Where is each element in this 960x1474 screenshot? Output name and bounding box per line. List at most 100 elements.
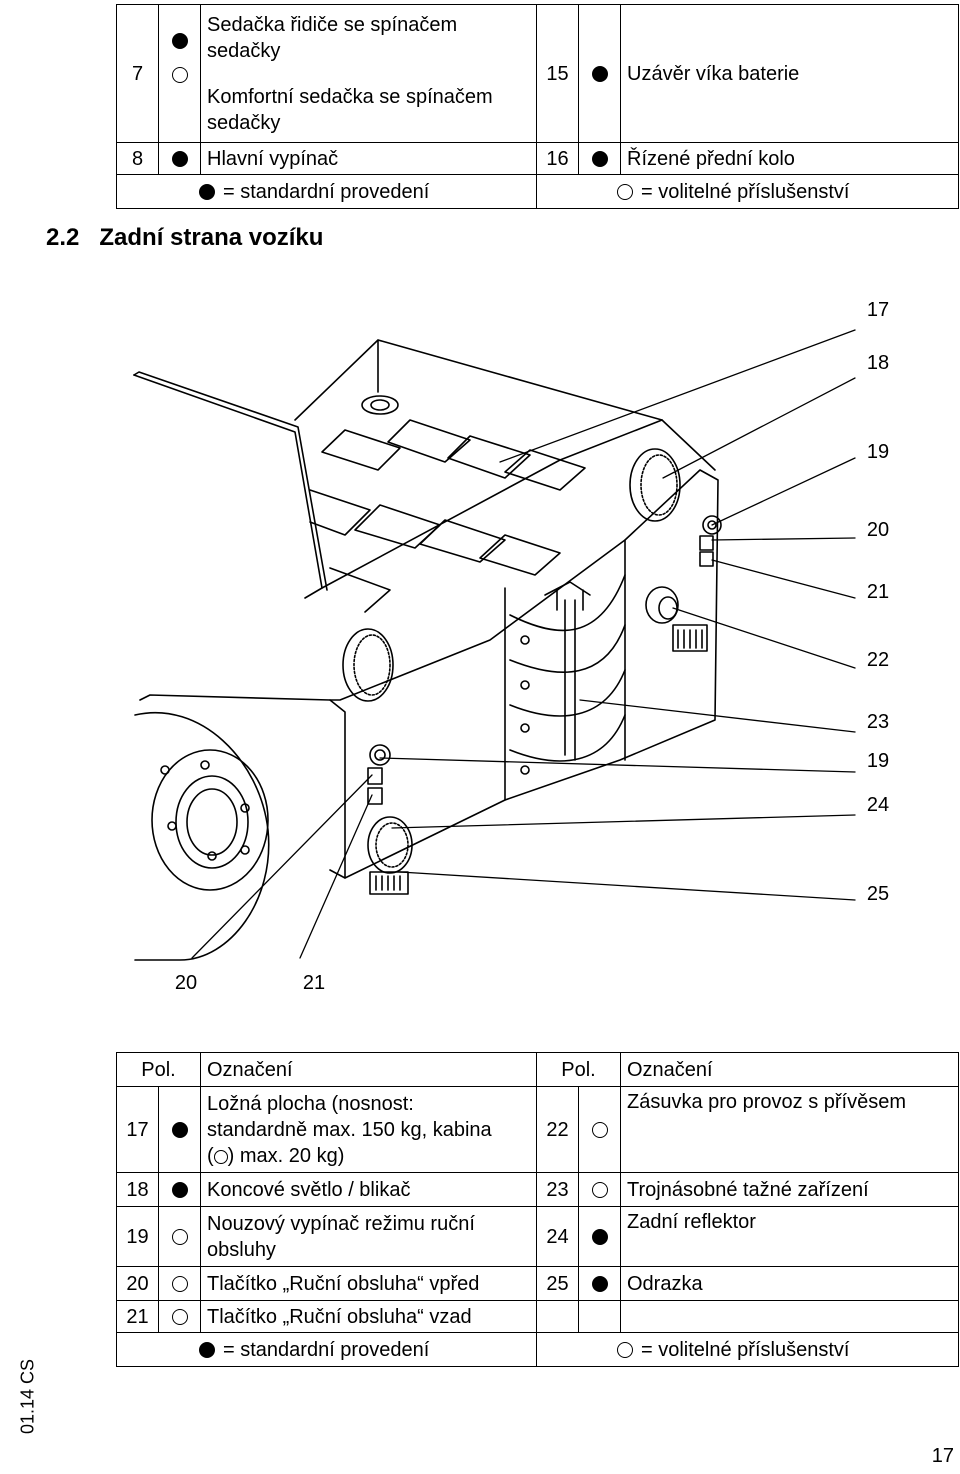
designation-line: sedačky — [207, 39, 281, 62]
position-number: 24 — [536, 1206, 579, 1267]
column-header-pos: Pol. — [536, 1052, 621, 1087]
symbol-cell — [158, 1206, 201, 1267]
optional-ring-icon — [171, 1229, 188, 1246]
legend-optional: = volitelné příslušenství — [536, 1332, 959, 1367]
symbol-cell — [578, 1172, 621, 1207]
table-row: 21 Tlačítko „Ruční obsluha“ vzad — [116, 1300, 959, 1333]
deck-slats — [309, 419, 586, 613]
callout-21-bottom: 21 — [303, 972, 325, 994]
callout-20-bottom: 20 — [175, 972, 197, 994]
legend-optional-text: = volitelné příslušenství — [641, 180, 850, 203]
column-header-pos: Pol. — [116, 1052, 201, 1087]
symbol-cell — [578, 1086, 621, 1173]
designation-cell: Odrazka — [620, 1266, 959, 1301]
cabin-panel-edge — [133, 371, 328, 591]
bottom-legend-table: Pol. Označení Pol. Označení 17 Ložná plo… — [116, 1052, 959, 1367]
position-number: 8 — [116, 142, 159, 175]
position-number: 7 — [116, 4, 159, 143]
symbol-cell — [158, 142, 201, 175]
control-buttons-left — [367, 744, 391, 805]
position-number: 20 — [116, 1266, 159, 1301]
leader-lines — [191, 329, 856, 959]
table-footer-row: = standardní provedení = volitelné přísl… — [116, 1332, 959, 1367]
optional-ring-icon — [591, 1182, 608, 1199]
designation-cell: Zadní reflektor — [620, 1206, 959, 1267]
callout-23: 23 — [867, 711, 889, 733]
standard-dot-icon — [591, 151, 608, 168]
cargo-deck — [294, 339, 716, 471]
position-number-empty — [536, 1300, 579, 1333]
designation-line: Nouzový vypínač režimu ruční — [207, 1212, 475, 1235]
legend-standard: = standardní provedení — [116, 174, 537, 209]
position-number: 15 — [536, 4, 579, 143]
designation-fragment: ) max. 20 kg) — [227, 1144, 345, 1167]
designation-line: obsluhy — [207, 1238, 276, 1261]
symbol-cell — [578, 1206, 621, 1267]
wheel — [134, 712, 270, 961]
optional-ring-icon — [213, 1149, 228, 1164]
section-number: 2.2 — [46, 224, 80, 251]
top-legend-table: 7 Sedačka řidiče se spínačem sedačky Kom… — [116, 4, 959, 209]
callout-17: 17 — [867, 299, 889, 321]
standard-dot-icon — [171, 151, 188, 168]
triple-coupling — [509, 574, 626, 775]
standard-dot-icon — [591, 1276, 608, 1293]
position-number: 16 — [536, 142, 579, 175]
symbol-cell — [158, 1172, 201, 1207]
standard-dot-icon — [591, 66, 608, 83]
position-number: 19 — [116, 1206, 159, 1267]
control-buttons-right — [699, 515, 722, 567]
optional-ring-icon — [171, 1276, 188, 1293]
optional-ring-icon — [171, 1309, 188, 1326]
designation-cell: Nouzový vypínač režimu ruční obsluhy — [200, 1206, 537, 1267]
symbol-cell — [158, 1086, 201, 1173]
section-title: Zadní strana vozíku — [99, 224, 324, 251]
designation-cell: Trojnásobné tažné zařízení — [620, 1172, 959, 1207]
table-footer-row: = standardní provedení = volitelné přísl… — [116, 174, 959, 209]
designation-line: Sedačka řidiče se spínačem — [207, 13, 458, 36]
position-number: 21 — [116, 1300, 159, 1333]
designation-cell: Tlačítko „Ruční obsluha“ vzad — [200, 1300, 537, 1333]
callout-19b: 19 — [867, 750, 889, 772]
callout-21: 21 — [867, 581, 889, 603]
legend-standard-text: = standardní provedení — [223, 180, 430, 203]
designation-cell: Uzávěr víka baterie — [620, 4, 959, 143]
column-header-label: Označení — [620, 1052, 959, 1087]
position-number: 23 — [536, 1172, 579, 1207]
edition-note: 01.14 CS — [17, 1358, 38, 1435]
truck-rear-drawing: 17 18 19 20 21 22 23 19 24 25 20 21 — [133, 299, 889, 994]
page-number: 17 — [931, 1445, 954, 1467]
legend-optional: = volitelné příslušenství — [536, 174, 959, 209]
symbol-cell — [158, 1300, 201, 1333]
table-row: 19 Nouzový vypínač režimu ruční obsluhy … — [116, 1206, 959, 1267]
position-number: 17 — [116, 1086, 159, 1173]
table-row: 20 Tlačítko „Ruční obsluha“ vpřed 25 Odr… — [116, 1266, 959, 1301]
designation-line: standardně max. 150 kg, kabina — [207, 1118, 492, 1141]
symbol-cell — [578, 1266, 621, 1301]
tank-cap — [361, 395, 399, 415]
designation-line: sedačky — [207, 111, 281, 134]
callout-22: 22 — [867, 649, 889, 671]
legend-optional-text: = volitelné příslušenství — [641, 1338, 850, 1361]
standard-dot-icon — [171, 1182, 188, 1199]
designation-cell-empty — [620, 1300, 959, 1333]
position-number: 18 — [116, 1172, 159, 1207]
position-number: 22 — [536, 1086, 579, 1173]
callout-18: 18 — [867, 352, 889, 374]
designation-fragment: ( — [207, 1144, 214, 1167]
designation-cell: Hlavní vypínač — [200, 142, 537, 175]
symbol-cell — [158, 1266, 201, 1301]
reflector — [367, 816, 413, 895]
cabin-panel — [133, 374, 323, 599]
trailer-socket — [645, 586, 708, 652]
optional-ring-icon — [617, 1342, 633, 1359]
table-row: 17 Ložná plocha (nosnost: standardně max… — [116, 1086, 959, 1173]
standard-dot-icon — [591, 1229, 608, 1246]
symbol-cell-empty — [578, 1300, 621, 1333]
symbol-cell — [578, 142, 621, 175]
designation-cell: Tlačítko „Ruční obsluha“ vpřed — [200, 1266, 537, 1301]
table-row: 8 Hlavní vypínač 16 Řízené přední kolo — [116, 142, 959, 175]
designation-line: Ložná plocha (nosnost: — [207, 1092, 414, 1115]
designation-cell: Ložná plocha (nosnost: standardně max. 1… — [200, 1086, 537, 1173]
legend-standard-text: = standardní provedení — [223, 1338, 430, 1361]
